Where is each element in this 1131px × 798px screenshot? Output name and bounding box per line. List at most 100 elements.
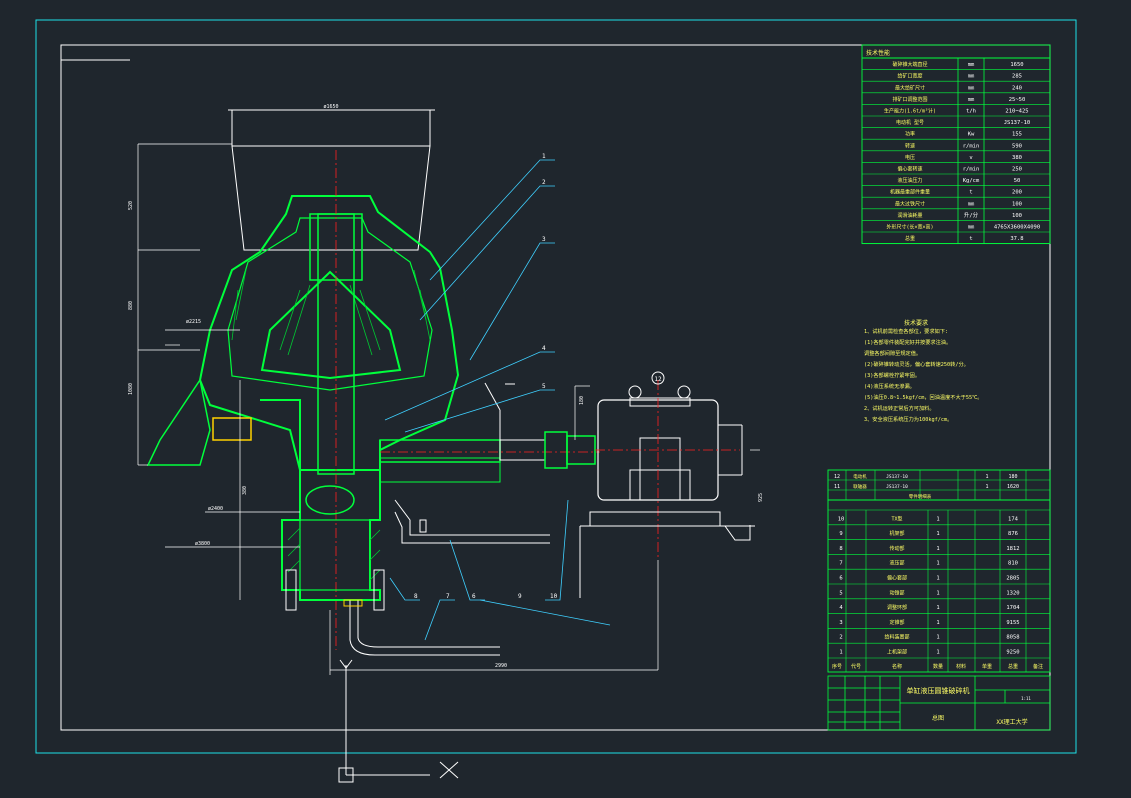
- title-block: [827, 675, 1051, 731]
- note-line: (1)各部零件装配完好并按要求注油。: [864, 338, 951, 346]
- dim-bottom-diam: ø2400: [208, 506, 223, 512]
- part-weight: 1320: [1006, 590, 1019, 596]
- part-weight: 9250: [1006, 650, 1019, 656]
- part-qty: 1: [936, 531, 939, 537]
- tech-row-unit: v: [969, 155, 973, 161]
- dim-left-h3: 1080: [128, 383, 134, 395]
- part-weight: 1812: [1006, 546, 1019, 552]
- part-no: 9: [839, 531, 842, 537]
- parts-column-header: 数量: [933, 663, 943, 670]
- part-no: 7: [839, 561, 842, 567]
- tech-row-unit: r/min: [963, 167, 980, 173]
- part-name: 液压部: [889, 560, 904, 567]
- part-name: 偏心套部: [887, 575, 907, 582]
- title-drawing-type: 总图: [932, 714, 944, 722]
- tech-row-value: 250: [1012, 167, 1022, 173]
- dim-bottom-h: 380: [242, 486, 248, 495]
- tech-row-value: 285: [1012, 74, 1022, 80]
- ucs-icon: [338, 659, 459, 783]
- tech-row-unit: mm: [968, 62, 975, 68]
- parts-frame: [827, 499, 1051, 673]
- callout-7: 7: [446, 593, 450, 600]
- tech-row-unit: mm: [968, 85, 975, 91]
- callout-4: 4: [542, 345, 546, 352]
- part-name: 给料装置部: [884, 634, 909, 641]
- part-no: 4: [839, 605, 843, 611]
- callout-6: 6: [472, 593, 476, 600]
- parts-column-header: 单重: [982, 663, 992, 670]
- part-weight: 8058: [1006, 635, 1019, 641]
- callout-8: 8: [414, 593, 418, 600]
- tech-row-unit: t: [969, 190, 972, 196]
- tech-row-name: 液压油压力: [897, 177, 922, 184]
- dim-top-width: ø1650: [323, 104, 338, 110]
- tech-row-value: 240: [1012, 85, 1022, 91]
- note-line: 1、试机前需检查各部位，要求如下:: [864, 327, 948, 335]
- callout-3: 3: [542, 236, 546, 243]
- part-qty: 1: [936, 516, 939, 522]
- part-name: 上机架部: [887, 649, 907, 656]
- tech-row-value: 4765X3600X4090: [994, 225, 1040, 231]
- tech-row-name: 机器最重部件重量: [890, 189, 930, 196]
- dim-inner-diam: ø2215: [186, 319, 201, 325]
- tech-row-name: 生产能力(1.6t/m³计): [884, 108, 936, 115]
- tech-row-value: 155: [1012, 132, 1022, 138]
- part-top-spec: JS137-10: [886, 484, 908, 490]
- tech-row-name: 电压: [905, 154, 915, 161]
- tech-row-value: 100: [1012, 213, 1022, 219]
- dim-left-h2: 880: [128, 301, 134, 310]
- tech-row-name: 最大给矿尺寸: [895, 84, 925, 91]
- part-top-weight: 1620: [1007, 484, 1019, 490]
- inner-frame: [60, 44, 1051, 731]
- technical-notes: 1、试机前需检查各部位，要求如下:(1)各部零件装配完好并按要求注油。 调整各部…: [864, 327, 982, 423]
- tech-row-value: 590: [1012, 143, 1022, 149]
- note-line: (4)液压系统无渗漏。: [864, 382, 915, 390]
- tech-row-name: 排矿口调整范围: [892, 96, 927, 103]
- tech-row-value: 380: [1012, 155, 1022, 161]
- part-top-spec: JS137-10: [886, 474, 908, 480]
- parts-column-header: 材料: [956, 663, 966, 670]
- part-weight: 810: [1008, 561, 1018, 567]
- part-no: 2: [839, 635, 842, 641]
- tech-row-unit: Kw: [968, 132, 975, 138]
- tech-row-name: 转速: [905, 142, 915, 149]
- tech-row-value: 50: [1014, 178, 1021, 184]
- part-name: 传动部: [889, 545, 904, 552]
- outer-frame: [35, 19, 1077, 754]
- part-name: 调整环部: [887, 604, 907, 611]
- part-weight: 174: [1008, 516, 1019, 522]
- parts-header-note: 零件明细表: [909, 493, 932, 500]
- tech-row-name: 破碎锥大端直径: [892, 61, 927, 68]
- part-no: 10: [838, 516, 845, 522]
- callout-9: 9: [518, 593, 522, 600]
- tech-row-value: JS137-10: [1004, 120, 1031, 126]
- tech-row-name: 润滑油耗量: [897, 212, 922, 219]
- callout-5: 5: [542, 383, 546, 390]
- tech-row-name: 给矿口宽度: [897, 73, 922, 80]
- title-school: XX理工大学: [996, 718, 1027, 726]
- callout-2: 2: [542, 179, 546, 186]
- tech-row-name: 电动机 型号: [896, 119, 924, 126]
- title-scale: 1:11: [1021, 696, 1031, 701]
- part-weight: 876: [1008, 531, 1018, 537]
- part-no: 6: [839, 576, 842, 582]
- dim-left-h1: 520: [128, 201, 134, 210]
- tech-row-value: 37.8: [1010, 236, 1023, 242]
- dim-base-diam: ø3800: [195, 541, 210, 547]
- parts-column-header: 代号: [851, 663, 861, 670]
- callout-1: 1: [542, 153, 546, 160]
- tech-row-unit: mm: [968, 225, 975, 231]
- part-weight: 9155: [1006, 620, 1019, 626]
- part-name: 机架部: [889, 530, 904, 537]
- part-qty: 1: [936, 635, 939, 641]
- tech-row-value: 25~50: [1009, 97, 1026, 103]
- note-line: 3、安全液压系统压力为100kgf/cm。: [864, 415, 952, 423]
- part-qty: 1: [936, 620, 939, 626]
- cone-crusher-section: ø1650: [128, 104, 764, 675]
- tech-row-name: 偏心套转速: [897, 166, 922, 173]
- tech-row-name: 总重: [905, 235, 915, 242]
- part-no: 5: [839, 590, 842, 596]
- note-line: (5)油压0.8~1.5kgf/cm，回油温度不大于55℃。: [864, 393, 982, 401]
